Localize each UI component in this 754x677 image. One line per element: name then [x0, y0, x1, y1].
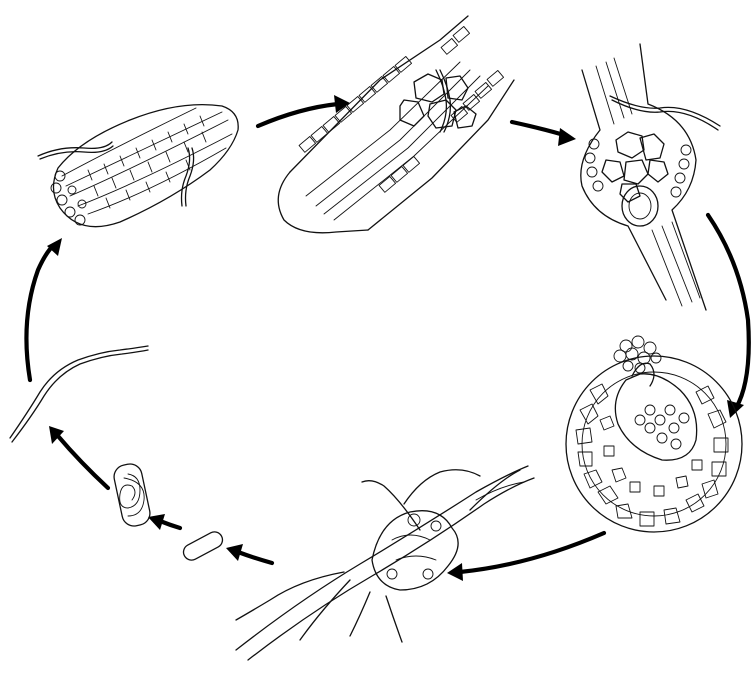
arrow-2	[512, 122, 576, 146]
stage-egg-with-coiled-juvenile	[112, 462, 152, 528]
arrow-1	[258, 95, 350, 126]
arrow-5	[226, 544, 272, 563]
stage-worm-in-root-with-giant-cells	[278, 16, 514, 233]
arrow-4	[447, 533, 604, 581]
stage-mature-female-with-egg-mass	[566, 336, 742, 532]
arrow-8	[26, 238, 62, 380]
stage-swollen-female-in-root	[581, 44, 720, 310]
stage-worm-entering-root-tip	[38, 105, 238, 227]
arrow-3	[708, 215, 749, 418]
stage-egg	[181, 529, 226, 563]
stage-free-juvenile-worm	[10, 346, 148, 442]
stage-female-in-root-with-rootlets	[236, 466, 534, 660]
arrow-6	[148, 514, 180, 530]
cycle-arrows	[26, 95, 748, 581]
arrow-7	[49, 426, 108, 488]
